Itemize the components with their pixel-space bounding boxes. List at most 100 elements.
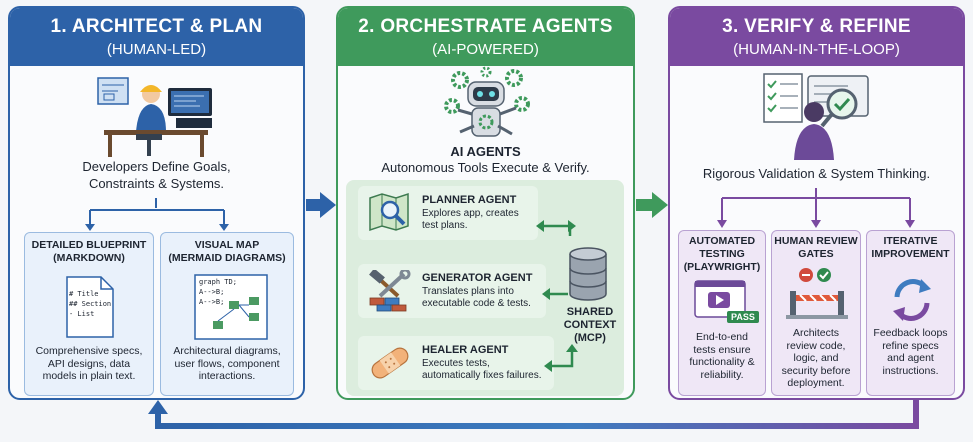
doc-line: # Title	[69, 290, 99, 298]
panel-2-subtitle: (AI-POWERED)	[432, 41, 539, 58]
agent-context-arrows	[536, 220, 578, 372]
robot-icon	[444, 66, 530, 137]
agents-heading: AI AGENTS	[450, 144, 521, 159]
doc-line: ## Section	[69, 300, 112, 308]
box-title: AUTOMATED TESTING (PLAYWRIGHT)	[679, 235, 765, 274]
desc-line: API designs, data	[47, 357, 131, 370]
mermaid-snippet: graph TD; A-->B; A-->B;	[199, 277, 237, 307]
flow-arrow-right-icon	[636, 192, 668, 218]
play-window-icon	[694, 280, 746, 318]
desc-line: Translates plans into	[422, 286, 514, 297]
panel-3-title: 3. VERIFY & REFINE	[722, 16, 911, 37]
visual-map-box: VISUAL MAP (MERMAID DIAGRAMS) graph TD; …	[160, 232, 294, 396]
panel-3-caption: Rigorous Validation & System Thinking.	[702, 166, 931, 181]
human-review-box: HUMAN REVIEW GATES Architects review cod…	[771, 230, 861, 396]
desc-line: functionality &	[689, 356, 755, 368]
box-description: Architects review code, logic, and secur…	[775, 327, 857, 390]
caption-line: Developers Define Goals,	[82, 159, 231, 174]
panel-2-title: 2. ORCHESTRATE AGENTS	[358, 16, 613, 37]
architect-plan-panel: 1. ARCHITECT & PLAN (HUMAN-LED) Dev	[8, 6, 305, 400]
desc-line: models in plain text.	[42, 370, 136, 382]
desc-line: End-to-end	[696, 331, 748, 343]
title-line: VISUAL MAP	[194, 239, 260, 251]
developer-desk-icon	[97, 77, 212, 157]
box-description: End-to-end tests ensure functionality & …	[682, 331, 762, 381]
desc-line: Explores app, creates	[422, 208, 519, 219]
title-line: HUMAN REVIEW	[774, 235, 858, 247]
title-line: IMPROVEMENT	[871, 248, 950, 260]
desc-line: review code,	[786, 339, 846, 352]
database-icon	[569, 247, 607, 301]
panel-3-header: 3. VERIFY & REFINE (HUMAN-IN-THE-LOOP)	[670, 8, 963, 66]
desc-line: executable code & tests.	[422, 298, 531, 309]
code-line: A-->B;	[199, 298, 225, 306]
healer-agent-card: HEALER AGENT Executes tests, automatical…	[358, 336, 554, 390]
doc-line: - List	[69, 310, 95, 318]
iterative-improvement-box: ITERATIVE IMPROVEMENT Feedback loops ref…	[866, 230, 955, 396]
blueprint-description: Comprehensive specs, API designs, data m…	[29, 345, 149, 383]
box-description: Feedback loops refine specs and agent in…	[870, 327, 951, 377]
panel-3-subtitle: (HUMAN-IN-THE-LOOP)	[733, 41, 900, 58]
branch-arrows	[85, 198, 229, 231]
desc-line: automatically fixes failures.	[422, 370, 542, 381]
agent-description: Executes tests, automatically fixes fail…	[422, 358, 558, 382]
desc-line: Comprehensive specs,	[35, 345, 143, 357]
agent-name: HEALER AGENT	[422, 344, 509, 356]
visual-map-description: Architectural diagrams, user flows, comp…	[165, 345, 289, 383]
flow-arrow-right-icon	[306, 192, 336, 218]
desc-line: Feedback loops	[873, 327, 948, 339]
agent-name: PLANNER AGENT	[422, 194, 517, 206]
desc-line: Architectural diagrams,	[173, 345, 281, 357]
context-line: (MCP)	[574, 332, 606, 344]
generator-agent-card: GENERATOR AGENT Translates plans into ex…	[358, 264, 546, 318]
code-line: graph TD;	[199, 278, 237, 286]
title-line: (PLAYWRIGHT)	[683, 261, 761, 273]
desc-line: interactions.	[198, 370, 256, 382]
map-magnifier-icon	[369, 192, 409, 232]
agent-description: Translates plans into executable code & …	[422, 286, 548, 310]
agent-name: GENERATOR AGENT	[422, 272, 533, 284]
blueprint-title: DETAILED BLUEPRINT (MARKDOWN)	[25, 239, 153, 265]
panel-1-header: 1. ARCHITECT & PLAN (HUMAN-LED)	[10, 8, 303, 66]
panel-1-title: 1. ARCHITECT & PLAN	[50, 16, 263, 37]
panel-1-subtitle: (HUMAN-LED)	[106, 41, 207, 58]
title-line: TESTING	[699, 248, 745, 260]
panel-1-caption: Developers Define Goals, Constraints & S…	[10, 158, 303, 192]
desc-line: Executes tests,	[422, 358, 490, 369]
title-line: DETAILED BLUEPRINT	[31, 239, 147, 251]
agents-caption: Autonomous Tools Execute & Verify.	[381, 160, 590, 175]
mermaid-diagram-icon	[194, 274, 268, 340]
box-title: HUMAN REVIEW GATES	[772, 235, 860, 261]
markdown-document-icon	[66, 276, 114, 338]
planner-agent-card: PLANNER AGENT Explores app, creates test…	[358, 186, 538, 240]
desc-line: and agent	[887, 352, 934, 364]
shared-context-label: SHARED CONTEXT (MCP)	[558, 306, 622, 345]
title-line: ITERATIVE	[883, 235, 938, 247]
agent-description: Explores app, creates test plans.	[422, 208, 542, 232]
reviewer-magnifier-icon	[763, 73, 869, 160]
context-line: CONTEXT	[563, 319, 617, 331]
visual-map-title: VISUAL MAP (MERMAID DIAGRAMS)	[161, 239, 293, 265]
desc-line: instructions.	[882, 364, 939, 377]
orchestrate-agents-panel: 2. ORCHESTRATE AGENTS (AI-POWERED) AI AG…	[336, 6, 635, 400]
code-line: A-->B;	[199, 288, 225, 296]
blueprint-box: DETAILED BLUEPRINT (MARKDOWN) # Title ##…	[24, 232, 154, 396]
desc-line: refine specs	[882, 339, 939, 352]
pass-badge: PASS	[727, 311, 759, 323]
title-line: (MARKDOWN)	[53, 252, 125, 264]
context-line: SHARED	[566, 306, 614, 318]
bandage-icon	[371, 347, 409, 379]
box-title: ITERATIVE IMPROVEMENT	[867, 235, 954, 261]
feedback-loop-arrow	[148, 400, 919, 429]
desc-line: security before	[781, 364, 851, 377]
hammer-wrench-bricks-icon	[369, 270, 411, 312]
desc-line: Architects	[792, 327, 840, 339]
panel-2-header: 2. ORCHESTRATE AGENTS (AI-POWERED)	[338, 8, 633, 66]
gate-barrier-icon	[786, 268, 848, 319]
desc-line: reliability.	[700, 368, 744, 381]
branch-arrows	[717, 188, 915, 228]
refresh-cycle-icon	[893, 279, 931, 321]
automated-testing-box: AUTOMATED TESTING (PLAYWRIGHT) PASS End-…	[678, 230, 766, 396]
title-line: AUTOMATED	[688, 235, 756, 247]
